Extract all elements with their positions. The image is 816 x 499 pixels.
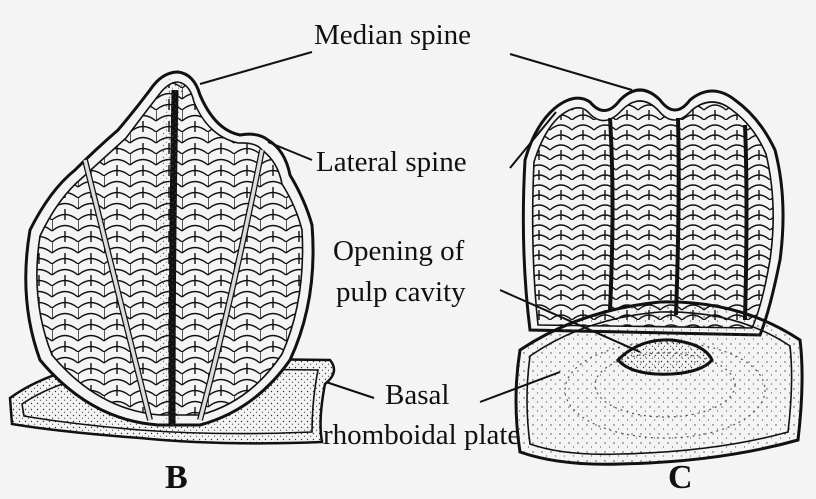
label-basal-line1: Basal (385, 380, 449, 410)
label-basal-line2: rhomboidal plate (323, 420, 520, 450)
label-opening-line2: pulp cavity (336, 277, 466, 307)
leader-median-b (200, 52, 312, 84)
leader-median-c (510, 54, 632, 90)
figure-letter-b: B (165, 460, 188, 496)
scale-b (10, 72, 334, 443)
label-opening-line1: Opening of (333, 236, 464, 266)
scale-c (516, 90, 802, 464)
label-median-spine: Median spine (314, 20, 471, 50)
figure-letter-c: C (668, 460, 693, 496)
leader-basal-b (326, 382, 374, 398)
label-lateral-spine: Lateral spine (316, 147, 467, 177)
